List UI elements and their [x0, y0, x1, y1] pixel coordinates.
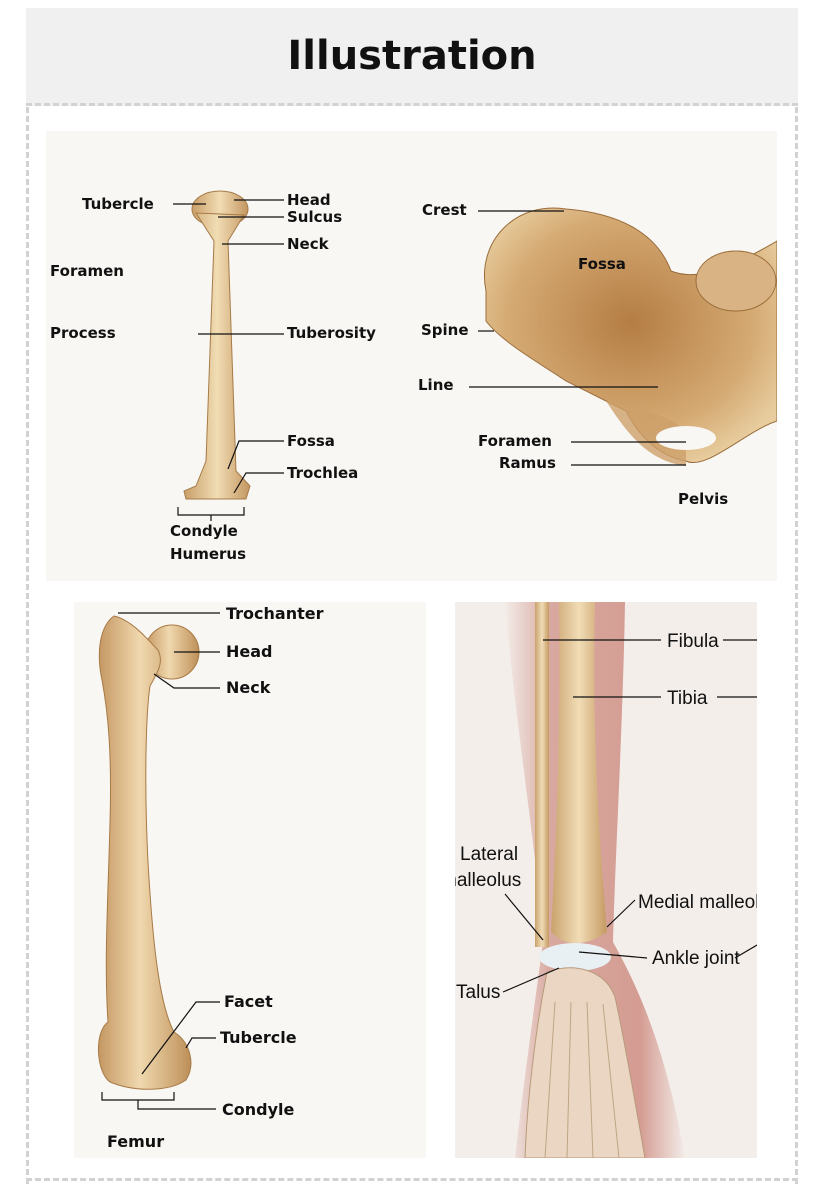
- label-foramen-pelvis: Foramen: [478, 432, 552, 450]
- label-medial: Medial malleoli: [638, 892, 757, 913]
- label-crest: Crest: [422, 201, 467, 219]
- label-facet: Facet: [224, 992, 273, 1011]
- label-process: Process: [50, 324, 116, 342]
- label-foramen: Foramen: [50, 262, 124, 280]
- femur-panel: Trochanter Head Neck Facet Tubercle Cond…: [74, 602, 426, 1158]
- caption-pelvis: Pelvis: [678, 490, 728, 508]
- humerus-bone: [184, 191, 250, 499]
- page-title: Illustration: [287, 33, 536, 79]
- label-spine: Spine: [421, 321, 469, 339]
- label-ankle: Ankle joint: [652, 948, 740, 969]
- condyle-bracket: [178, 507, 244, 515]
- caption-humerus: Humerus: [170, 545, 246, 563]
- label-lateral-2: malleolus: [455, 870, 521, 891]
- header-bar: Illustration: [26, 8, 798, 106]
- label-tuberosity: Tuberosity: [287, 324, 376, 342]
- label-neck-femur: Neck: [226, 678, 271, 697]
- label-tubercle-femur: Tubercle: [220, 1028, 297, 1047]
- label-line: Line: [418, 376, 454, 394]
- label-talus: Talus: [456, 982, 500, 1003]
- leg-illustration: [505, 602, 685, 1158]
- label-tubercle: Tubercle: [82, 195, 154, 213]
- label-sulcus: Sulcus: [287, 208, 342, 226]
- label-ramus: Ramus: [499, 454, 556, 472]
- label-head: Head: [287, 191, 331, 209]
- caption-femur: Femur: [107, 1132, 164, 1151]
- label-lateral-1: Lateral: [460, 844, 518, 865]
- label-trochlea: Trochlea: [287, 464, 358, 482]
- label-trochanter: Trochanter: [226, 604, 324, 623]
- leader-fossa: [228, 441, 284, 469]
- label-fossa: Fossa: [287, 432, 335, 450]
- humerus-pelvis-panel: Tubercle Head Sulcus Neck Foramen Proces…: [46, 131, 777, 581]
- label-fossa-pelvis: Fossa: [578, 255, 626, 273]
- label-condyle: Condyle: [170, 522, 238, 540]
- condyle-bracket-femur: [102, 1092, 174, 1100]
- label-tibia: Tibia: [667, 688, 708, 709]
- leg-ankle-panel: Fibula Tibia Lateral malleolus Medial ma…: [455, 602, 757, 1158]
- label-head-femur: Head: [226, 642, 273, 661]
- label-fibula: Fibula: [667, 631, 719, 652]
- pelvis-bone: [484, 208, 777, 466]
- label-condyle-femur: Condyle: [222, 1100, 294, 1119]
- leader-tubercle-femur: [186, 1038, 216, 1048]
- label-neck: Neck: [287, 235, 330, 253]
